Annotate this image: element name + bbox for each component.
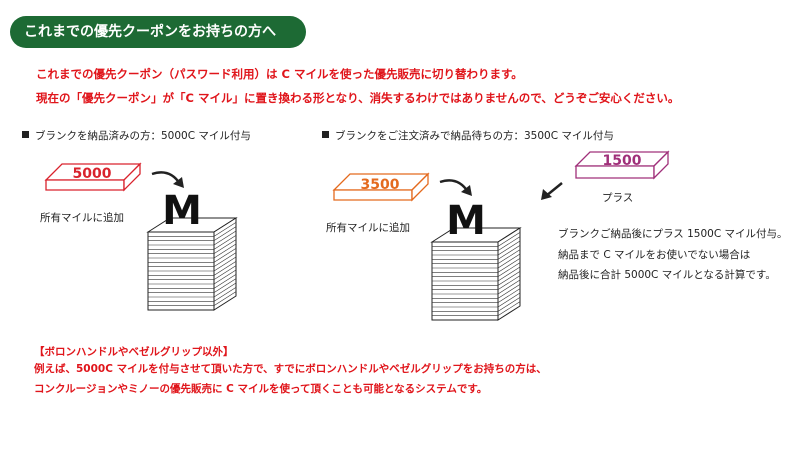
notice-line-1: これまでの優先クーポン（パスワード利用）は C マイルを使った優先販売に切り替わ…: [36, 67, 523, 81]
arrow-right-down-icon: [151, 171, 184, 188]
logo-m-icon: M: [446, 200, 486, 244]
desc-line-2: 納品まで C マイルをお使いでない場合は: [558, 249, 751, 261]
stack-box: [430, 227, 522, 321]
case-right-title: ブランクをご注文済みで納品待ちの方：3500C マイル付与: [322, 128, 614, 143]
arrow-left-down-icon: [541, 182, 563, 200]
desc-line-1: ブランクご納品後にプラス 1500C マイル付与。: [558, 228, 788, 240]
ticket-5000: 5000: [44, 162, 142, 192]
desc-line-3: 納品後に合計 5000C マイルとなる計算です。: [558, 269, 776, 281]
page-header: これまでの優先クーポンをお持ちの方へ: [10, 16, 306, 48]
plus-label: プラス: [602, 192, 634, 204]
logo-m-icon: M: [162, 190, 202, 234]
notice-line-2: 現在の「優先クーポン」が「C マイル」に置き換わる形となり、消失するわけではあり…: [36, 91, 680, 105]
ticket-1500-plus: 1500: [574, 150, 670, 180]
ticket-value: 1500: [603, 153, 642, 169]
bottom-line-2: コンクルージョンやミノーの優先販売に C マイルを使って頂くことも可能となるシス…: [34, 383, 488, 395]
bullet-icon: [22, 131, 29, 138]
bullet-icon: [322, 131, 329, 138]
case-left-caption: 所有マイルに追加: [40, 212, 124, 224]
miles-stack-right: M: [430, 200, 522, 321]
ticket-value: 5000: [73, 166, 112, 182]
bottom-line-1: 例えば、5000C マイルを付与させて頂いた方で、すでにボロンハンドルやベゼルグ…: [34, 363, 547, 375]
bottom-heading: 【ボロンハンドルやベゼルグリップ以外】: [34, 346, 234, 358]
case-right-caption: 所有マイルに追加: [326, 222, 410, 234]
stack-box: [146, 217, 238, 311]
arrow-right-down-icon: [439, 179, 472, 196]
ticket-3500: 3500: [332, 172, 430, 202]
case-left-title: ブランクを納品済みの方：5000C マイル付与: [22, 128, 251, 143]
ticket-value: 3500: [361, 177, 400, 193]
miles-stack-left: M: [146, 190, 238, 311]
